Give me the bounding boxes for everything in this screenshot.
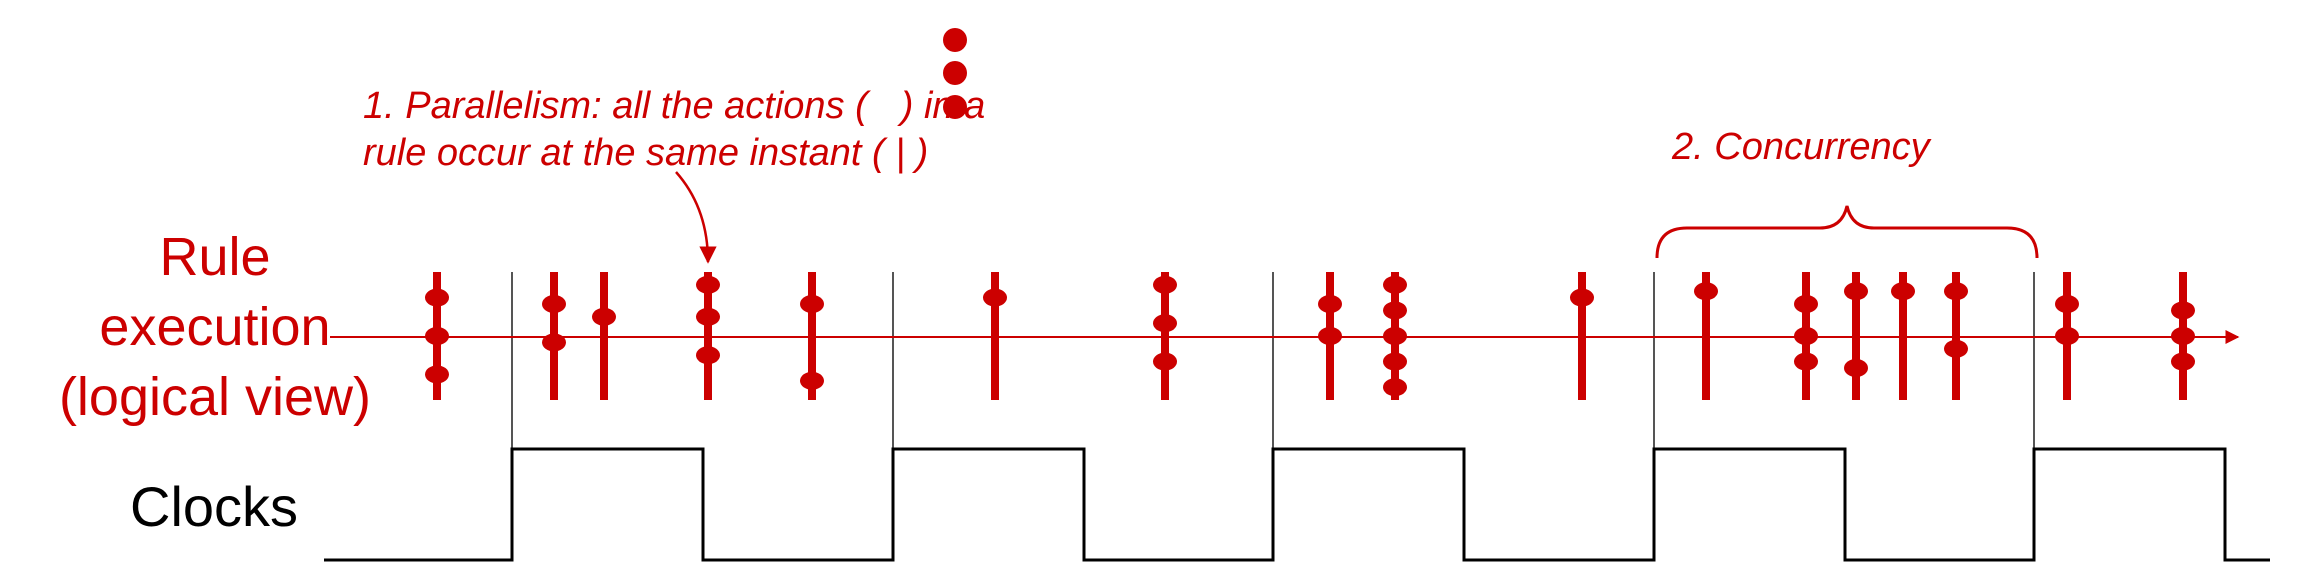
action-dot-icon bbox=[943, 61, 967, 85]
action-dot bbox=[696, 275, 720, 294]
action-dot bbox=[1944, 282, 1968, 301]
rules-layer bbox=[425, 272, 2195, 400]
action-dot bbox=[1794, 327, 1818, 345]
rule-label-line1: Rule bbox=[159, 227, 271, 287]
action-dot bbox=[542, 295, 566, 313]
action-dot-icon bbox=[943, 28, 967, 52]
rule-bar bbox=[1383, 272, 1407, 400]
rule-bar bbox=[1570, 272, 1594, 400]
rule-bar bbox=[1794, 272, 1818, 400]
parallelism-text-start: 1. Parallelism: all the actions ( bbox=[363, 85, 868, 127]
rule-bar bbox=[2171, 272, 2195, 400]
action-dot bbox=[1318, 295, 1342, 313]
rule-bar bbox=[1694, 272, 1718, 400]
concurrency-label: 2. Concurrency bbox=[1672, 126, 1930, 168]
action-legend bbox=[943, 28, 967, 119]
rule-bar bbox=[1944, 272, 1968, 400]
action-dot bbox=[800, 295, 824, 313]
action-dot bbox=[1153, 352, 1177, 371]
action-dot bbox=[425, 288, 449, 307]
rule-execution-label: Rule execution (logical view) bbox=[20, 222, 410, 432]
action-dot bbox=[1794, 295, 1818, 313]
action-dot bbox=[1383, 378, 1407, 397]
action-dot bbox=[2171, 352, 2195, 371]
action-dot bbox=[800, 371, 824, 390]
action-dot bbox=[1570, 288, 1594, 307]
action-dot bbox=[1844, 359, 1868, 377]
rule-bar bbox=[542, 272, 566, 400]
rule-bar bbox=[1844, 272, 1868, 400]
rule-label-line2: execution bbox=[99, 297, 331, 357]
action-dot bbox=[1153, 275, 1177, 294]
rule-bar bbox=[425, 272, 449, 400]
rule-bar bbox=[592, 272, 616, 400]
action-dot bbox=[592, 307, 616, 326]
clock-waveform bbox=[324, 447, 2270, 562]
rule-bar bbox=[2055, 272, 2079, 400]
parallelism-note-line2: rule occur at the same instant ( | ) bbox=[363, 132, 929, 174]
rule-label-line3: (logical view) bbox=[58, 367, 372, 427]
action-dot bbox=[696, 307, 720, 326]
action-dot bbox=[1794, 352, 1818, 371]
action-dot bbox=[1891, 282, 1915, 301]
rule-bar bbox=[983, 272, 1007, 400]
action-dot bbox=[1318, 327, 1342, 345]
action-dot bbox=[2055, 327, 2079, 345]
action-dot bbox=[2055, 295, 2079, 313]
action-dot bbox=[1694, 282, 1718, 301]
rule-bar bbox=[1318, 272, 1342, 400]
action-dot bbox=[1153, 314, 1177, 333]
concurrency-brace bbox=[1655, 205, 2039, 259]
parallelism-note-line1: 1. Parallelism: all the actions ( ) in a bbox=[363, 83, 985, 129]
rule-bar bbox=[1153, 272, 1177, 400]
action-dot bbox=[1383, 301, 1407, 320]
action-dot bbox=[1383, 352, 1407, 371]
action-dot-icon bbox=[943, 95, 967, 119]
action-dot bbox=[1844, 282, 1868, 301]
action-dot bbox=[2171, 327, 2195, 345]
action-dot bbox=[425, 365, 449, 384]
action-dot bbox=[542, 333, 566, 352]
action-dot bbox=[425, 327, 449, 345]
clocks-label: Clocks bbox=[130, 475, 299, 538]
parallelism-text-end: ) in a bbox=[900, 85, 986, 127]
action-dot bbox=[983, 288, 1007, 307]
clock-boundaries bbox=[511, 272, 2035, 450]
action-dot bbox=[1383, 275, 1407, 294]
action-dot bbox=[1383, 327, 1407, 345]
parallelism-arrow bbox=[675, 171, 717, 264]
action-dot bbox=[1944, 339, 1968, 358]
action-dot bbox=[696, 346, 720, 365]
action-dot bbox=[2171, 301, 2195, 320]
rule-bar bbox=[800, 272, 824, 400]
rule-bar bbox=[1891, 272, 1915, 400]
rule-bar bbox=[696, 272, 720, 400]
